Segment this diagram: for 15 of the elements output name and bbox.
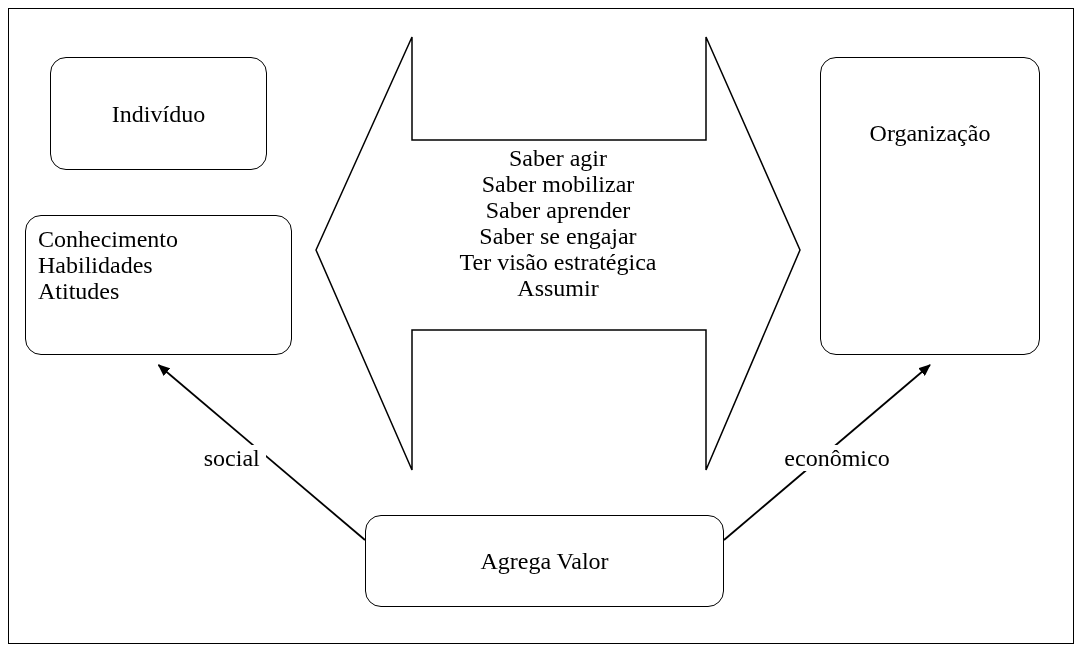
box-text: Indivíduo [111,100,206,127]
rounded-box [25,215,292,355]
arrow-text: Assumir [517,275,599,301]
box-text: Organização [869,120,991,146]
arrow-text: Saber aprender [485,197,631,223]
arrow-text: Saber se engajar [479,223,637,249]
box-text: Agrega Valor [480,548,609,574]
rounded-box [50,57,267,170]
arrow-text: Saber agir [509,145,607,171]
rounded-box [820,57,1040,355]
arrow-text: Saber mobilizar [481,171,635,197]
rounded-box [365,515,724,607]
arrow-text: Ter visão estratégica [459,249,657,275]
arrow [157,364,366,541]
box-text: Conhecimento Habilidades Atitudes [38,226,179,304]
